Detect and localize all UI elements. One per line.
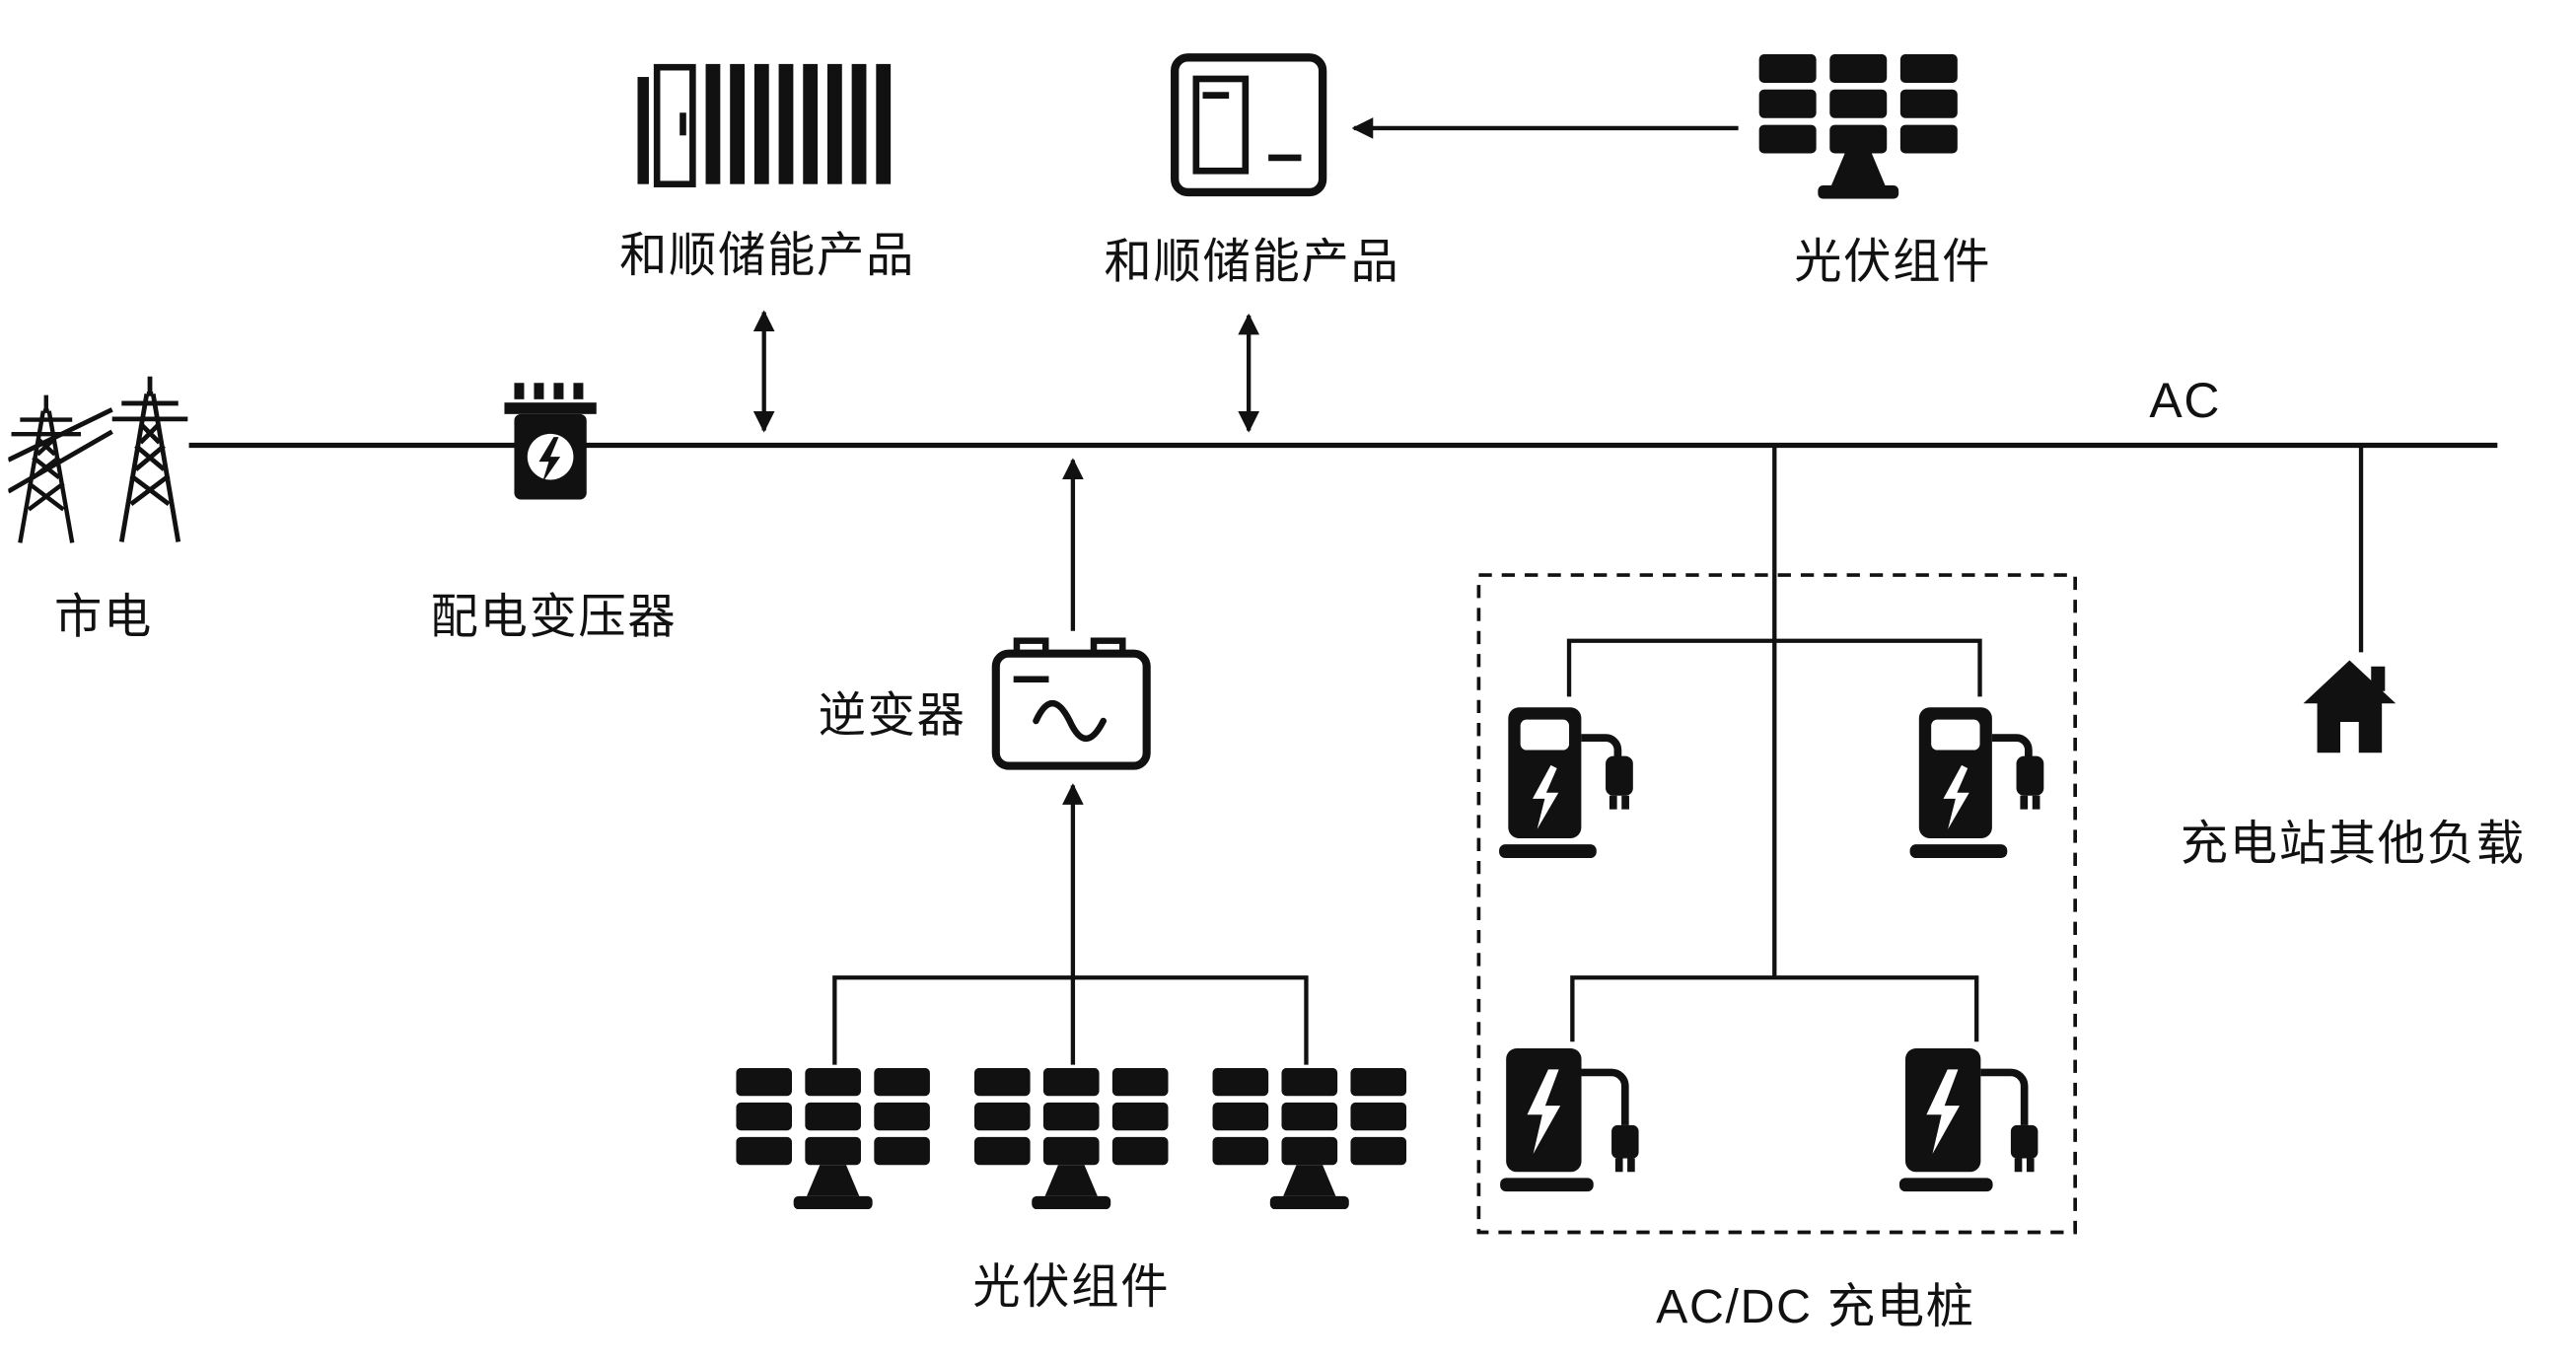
ev-ac-charger-icon (1499, 707, 1633, 859)
pv-bottom-label: 光伏组件 (972, 1261, 1171, 1315)
ev-dc-charger-icon (1500, 1048, 1639, 1192)
transformer-icon (504, 383, 597, 500)
pv-bottom-node-2 (973, 1067, 1169, 1210)
other-loads-node (2297, 657, 2402, 755)
utility-grid-node (8, 372, 197, 546)
charger-group-label: AC/DC 充电桩 (1656, 1281, 1975, 1334)
inverter-icon (991, 637, 1151, 770)
ac-charger-branch (1566, 638, 1982, 697)
ev-ac-charger-icon (1909, 707, 2044, 859)
pv-top-label: 光伏组件 (1794, 236, 1992, 290)
house-icon (2303, 660, 2397, 753)
power-cabinet-node (1170, 52, 1327, 197)
solar-panel-icon (973, 1067, 1169, 1210)
power-cabinet-icon (1171, 53, 1327, 197)
solar-panel-icon (1758, 53, 1958, 199)
power-cabinet-label: 和顺储能产品 (1104, 236, 1400, 290)
dc-charger-branch (1570, 975, 1979, 1042)
ac-bus-label: AC (2149, 374, 2222, 429)
battery-container-icon (637, 63, 892, 187)
pv-bottom-node-1 (736, 1067, 930, 1210)
dc-charger-node-2 (1898, 1045, 2044, 1200)
pv-array-bracket (832, 975, 1309, 1065)
ac-charger-node-2 (1909, 698, 2050, 863)
inverter-node (991, 637, 1152, 772)
pv-bottom-node-3 (1212, 1067, 1407, 1210)
utility-grid-label: 市电 (53, 591, 153, 645)
inverter-label: 逆变器 (818, 689, 966, 744)
solar-panel-icon (1212, 1067, 1407, 1210)
transformer-label: 配电变压器 (430, 591, 678, 645)
charger-group-dashed-box (1476, 573, 2077, 1235)
solar-panel-icon (736, 1067, 930, 1210)
transmission-tower-icon (8, 376, 188, 543)
pv-top-node (1758, 53, 1959, 199)
ev-dc-charger-icon (1898, 1048, 2039, 1192)
other-loads-label: 充电站其他负载 (2180, 818, 2526, 871)
ac-charger-node-1 (1498, 698, 1639, 863)
storage-container-node (637, 54, 903, 194)
dc-charger-node-1 (1500, 1045, 1645, 1200)
transformer-node (498, 383, 604, 514)
storage-container-label: 和顺储能产品 (619, 230, 915, 283)
